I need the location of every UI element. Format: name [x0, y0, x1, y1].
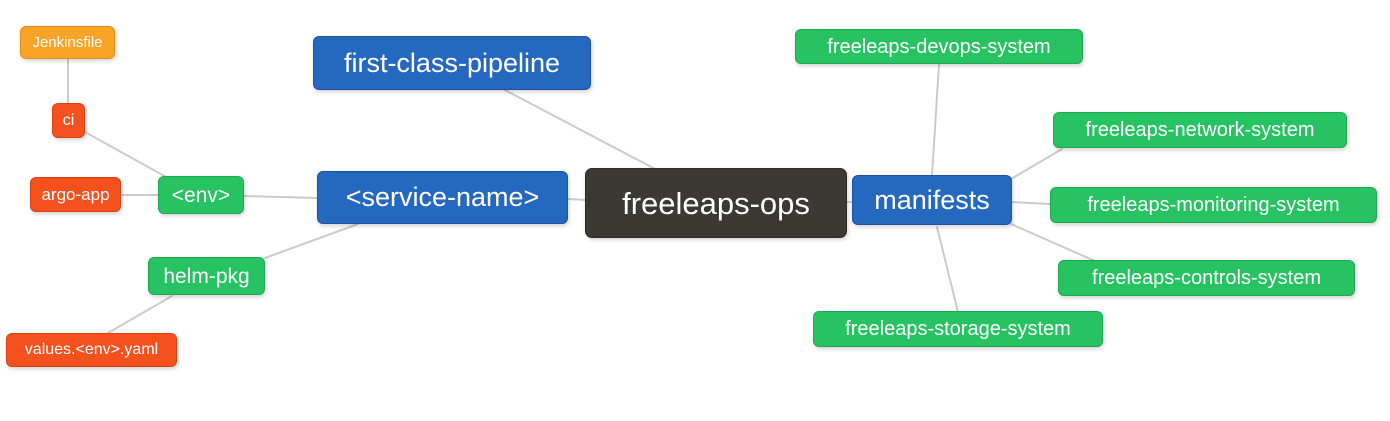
node-manifests[interactable]: manifests	[852, 175, 1012, 225]
node-freeleaps-devops-system[interactable]: freeleaps-devops-system	[795, 29, 1083, 64]
edge-service-name-root	[567, 198, 587, 201]
edge-helm-pkg-service-name	[264, 223, 359, 259]
edge-first-class-pipeline-root	[504, 89, 658, 171]
node-values-env-yaml[interactable]: values.<env>.yaml	[6, 333, 177, 367]
node-freeleaps-storage-system[interactable]: freeleaps-storage-system	[813, 311, 1103, 347]
node-argo-app[interactable]: argo-app	[30, 177, 121, 212]
node-jenkinsfile[interactable]: Jenkinsfile	[20, 26, 115, 59]
node-freeleaps-network-system[interactable]: freeleaps-network-system	[1053, 112, 1347, 148]
node-root-freeleaps-ops[interactable]: freeleaps-ops	[585, 168, 847, 238]
edge-manifests-monitoring-system	[1010, 201, 1051, 205]
node-freeleaps-monitoring-system[interactable]: freeleaps-monitoring-system	[1050, 187, 1377, 223]
edge-values-helm-pkg	[107, 295, 173, 334]
node-env[interactable]: <env>	[158, 176, 244, 214]
node-first-class-pipeline[interactable]: first-class-pipeline	[313, 36, 591, 90]
node-helm-pkg[interactable]: helm-pkg	[148, 257, 265, 295]
node-service-name[interactable]: <service-name>	[317, 171, 568, 224]
node-freeleaps-controls-system[interactable]: freeleaps-controls-system	[1058, 260, 1355, 296]
edge-manifests-storage-system	[936, 226, 959, 313]
edge-manifests-network-system	[1010, 148, 1063, 180]
edge-manifests-devops-system	[931, 63, 940, 177]
node-ci[interactable]: ci	[52, 103, 85, 138]
edge-env-service-name	[243, 195, 318, 199]
edge-manifests-controls-system	[1010, 223, 1096, 262]
edge-ci-env	[84, 131, 169, 179]
